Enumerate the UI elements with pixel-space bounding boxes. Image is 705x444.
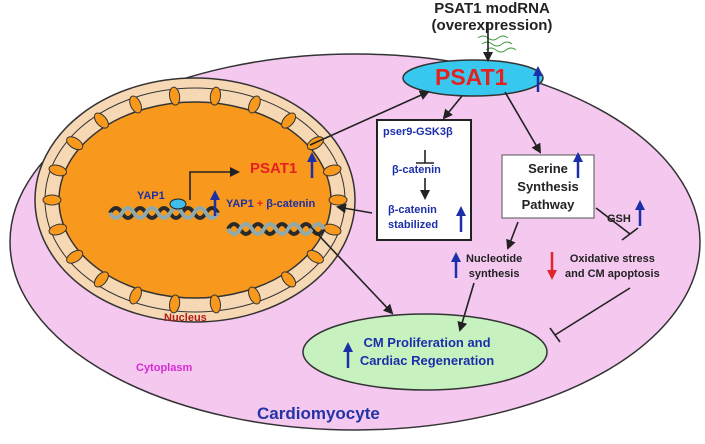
modrna-label: PSAT1 modRNA (overexpression): [422, 0, 562, 34]
modrna-label-line1: PSAT1 modRNA: [434, 0, 550, 17]
gsk3b-box: [376, 119, 472, 241]
psat1-up-arrow: [533, 66, 543, 92]
nuclear-pore: [306, 249, 324, 264]
serine-line1: Serine: [528, 161, 568, 176]
gsk-line3: β-catenin: [388, 204, 437, 216]
psat1-gene-up-arrow: [307, 152, 317, 178]
psat1-oval: [402, 59, 544, 97]
nuclear-pore: [93, 271, 109, 288]
nuclear-pore: [93, 112, 109, 129]
yap1-bcatenin-complex: YAP1 + β-catenin: [226, 198, 315, 210]
serine-box-text: Serine Synthesis Pathway: [502, 160, 594, 214]
nuclear-pore: [66, 136, 84, 151]
nuclear-pore: [48, 223, 68, 236]
gsk-line1: pser9-GSK3β: [383, 126, 453, 138]
gsk-line2: β-catenin: [392, 164, 441, 176]
serine-line3: Pathway: [521, 197, 575, 212]
transcription-arrow: [189, 167, 240, 200]
complex-bcatenin: β-catenin: [266, 198, 316, 210]
nuclear-pore: [129, 95, 142, 114]
nucleotide-line1: Nucleotide: [466, 253, 523, 265]
dna-strand-left: [108, 206, 220, 220]
regulation-arrows: [210, 66, 645, 368]
serine-line2: Synthesis: [517, 179, 579, 194]
yap1-protein: [169, 198, 187, 210]
pathway-arrows: [309, 22, 639, 343]
nucleotide-line2: synthesis: [468, 268, 520, 280]
nuclear-pore: [168, 86, 181, 106]
complex-yap1: YAP1: [226, 198, 254, 210]
gsk-line4: stabilized: [388, 219, 439, 231]
cardiomyocyte-label: Cardiomyocyte: [257, 404, 380, 423]
nucleotide-up-arrow: [451, 252, 461, 278]
gsh-label: GSH: [607, 213, 631, 225]
psat1-oval-label: PSAT1: [435, 64, 508, 90]
psat1-gene-label: PSAT1: [250, 160, 298, 177]
nuclear-pore: [248, 286, 261, 305]
nuclear-pore: [209, 86, 222, 106]
nuclear-pore: [322, 164, 342, 177]
oxidative-line2: and CM apoptosis: [565, 268, 660, 280]
nuclear-pore: [281, 112, 297, 129]
nuclear-pore: [328, 194, 348, 206]
outcome-up-arrow: [343, 342, 353, 368]
modrna-squiggle: [477, 35, 517, 53]
nucleus-label: Nucleus: [164, 312, 207, 324]
outcome-label: CM Proliferation and Cardiac Regeneratio…: [337, 334, 517, 370]
nuclear-pore: [209, 294, 222, 314]
outcome-line2: Cardiac Regeneration: [359, 353, 495, 368]
nuclear-pore: [48, 164, 68, 177]
serine-up-arrow: [573, 152, 583, 178]
oxidative-down-arrow: [547, 252, 557, 280]
nuclear-pore: [168, 294, 181, 314]
nuclear-pore: [129, 286, 142, 305]
nuclear-pore: [42, 194, 62, 206]
nuclear-pore: [66, 249, 84, 264]
oxidative-label: Oxidative stress and CM apoptosis: [565, 252, 660, 282]
outcome-ellipse: [302, 313, 548, 391]
nuclear-pore: [281, 271, 297, 288]
yap1-complex-up-arrow: [210, 190, 220, 216]
complex-plus: +: [256, 198, 264, 210]
nucleotide-label: Nucleotide synthesis: [466, 252, 522, 282]
gsh-up-arrow: [635, 200, 645, 226]
cytoplasm-label: Cytoplasm: [136, 362, 193, 374]
oxidative-line1: Oxidative stress: [569, 253, 655, 265]
dna-strand-right: [226, 222, 326, 236]
yap1-label: YAP1: [137, 190, 165, 202]
outcome-line1: CM Proliferation and: [363, 335, 491, 350]
bcatenin-stabilized-up-arrow: [456, 206, 466, 232]
nuclear-pore: [248, 95, 261, 114]
modrna-label-line2: (overexpression): [431, 17, 553, 34]
nucleus: [34, 77, 356, 323]
